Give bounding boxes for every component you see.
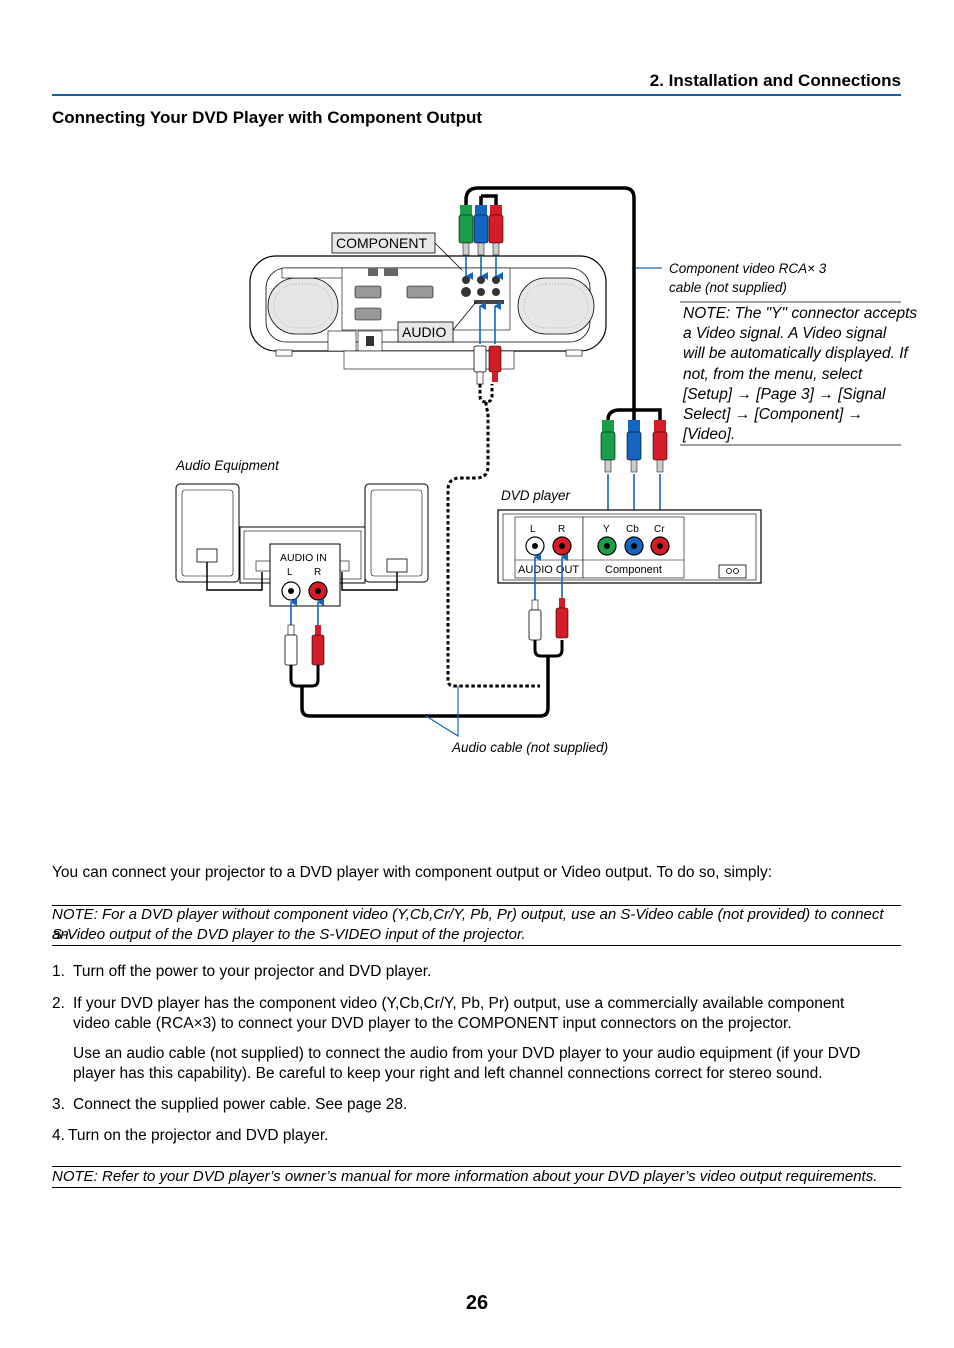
step-text: video cable (RCA×3) to connect your DVD …	[73, 1015, 792, 1032]
figure-note-line: a Video signal. A Video signal	[683, 325, 887, 342]
figure-note: NOTE: The "Y" connector accepts a Video …	[682, 305, 917, 443]
connection-diagram: COMPONENT AUDIO	[175, 186, 917, 755]
step-text: player has this capability). Be careful …	[73, 1065, 823, 1082]
projector-right-grill	[517, 277, 595, 335]
dvd-cb-label: Cb	[626, 524, 639, 535]
step-2-cont: video cable (RCA×3) to connect your DVD …	[52, 1014, 901, 1034]
step-text: Turn on the projector and DVD player.	[68, 1127, 329, 1144]
note-rule	[52, 945, 901, 946]
page-title: Connecting Your DVD Player with Componen…	[52, 108, 483, 127]
audio-in-plugs	[284, 598, 325, 688]
note-rule	[52, 1187, 901, 1188]
section-header: 2. Installation and Connections	[52, 68, 901, 96]
figure-note-line: [Setup] → [Page 3] → [Signal	[682, 386, 886, 403]
dvd-audio-plugs	[300, 553, 569, 718]
figure-note-line: not, from the menu, select	[683, 366, 863, 383]
component-label-box: COMPONENT	[331, 232, 463, 271]
figure-note-line: [Video].	[682, 426, 735, 443]
dvd-r-label: R	[558, 524, 565, 535]
step-2: 2. If your DVD player has the component …	[52, 994, 901, 1014]
step-1: 1. Turn off the power to your projector …	[52, 962, 901, 982]
dvd-cr-label: Cr	[654, 524, 665, 535]
audio-in-label: AUDIO IN	[280, 552, 327, 564]
projector	[249, 255, 607, 370]
page-number: 26	[465, 1292, 489, 1314]
component-label: COMPONENT	[336, 235, 427, 251]
audio-cable-label: Audio cable (not supplied)	[451, 740, 608, 755]
projector-audio-plugs	[446, 302, 540, 688]
step-number: 1.	[52, 963, 65, 980]
step-text: Connect the supplied power cable. See pa…	[73, 1096, 408, 1113]
audio-equipment-label: Audio Equipment	[175, 458, 280, 473]
figure-note-line: will be automatically displayed. If	[683, 345, 910, 362]
step-2-audio-cont: player has this capability). Be careful …	[52, 1064, 901, 1084]
step-text: If your DVD player has the component vid…	[73, 995, 845, 1012]
audio-label: AUDIO	[402, 324, 446, 340]
figure-note-line: Select] → [Component] →	[683, 406, 863, 423]
audio-label-box: AUDIO	[397, 301, 477, 343]
dvd-component-label: Component	[605, 564, 662, 576]
projector-component-plugs	[458, 205, 504, 280]
dvd-y-label: Y	[603, 524, 610, 535]
note-rule	[52, 905, 901, 906]
audio-in-r-label: R	[314, 567, 321, 578]
note-rule	[52, 1166, 901, 1167]
step-number: 4.	[52, 1127, 65, 1144]
step-number: 3.	[52, 1096, 65, 1113]
cable-callout-line2: cable (not supplied)	[669, 280, 787, 295]
projector-left-grill	[267, 277, 339, 335]
section-title: 2. Installation and Connections	[649, 71, 901, 90]
intro-paragraph: You can connect your projector to a DVD …	[52, 864, 773, 881]
cable-callout-line1: Component video RCA× 3	[669, 261, 827, 276]
step-3: 3. Connect the supplied power cable. See…	[52, 1095, 901, 1115]
dvd-audio-out-label: AUDIO OUT	[518, 564, 579, 576]
component-cable	[464, 186, 662, 421]
step-text: Turn off the power to your projector and…	[73, 963, 432, 980]
dvd-player-label: DVD player	[501, 488, 571, 503]
figure-note-line: NOTE: The "Y" connector accepts	[683, 305, 917, 322]
audio-equipment: AUDIO IN L R	[175, 483, 429, 607]
step-number: 2.	[52, 995, 65, 1012]
dvd-player: L R Y Cb Cr AUDIO OUT Component	[497, 509, 762, 584]
dvd-component-plugs	[600, 420, 668, 528]
note-1-line-1: NOTE: For a DVD player without component…	[52, 906, 884, 943]
note-1-line-2: S-Video output of the DVD player to the …	[52, 926, 526, 943]
dvd-l-label: L	[530, 524, 536, 535]
audio-in-l-label: L	[287, 567, 293, 578]
step-2-audio: Use an audio cable (not supplied) to con…	[52, 1044, 901, 1064]
step-text: Use an audio cable (not supplied) to con…	[73, 1045, 861, 1062]
note-2: NOTE: Refer to your DVD player’s owner’s…	[52, 1168, 878, 1185]
step-4: 4. Turn on the projector and DVD player.	[52, 1126, 901, 1146]
